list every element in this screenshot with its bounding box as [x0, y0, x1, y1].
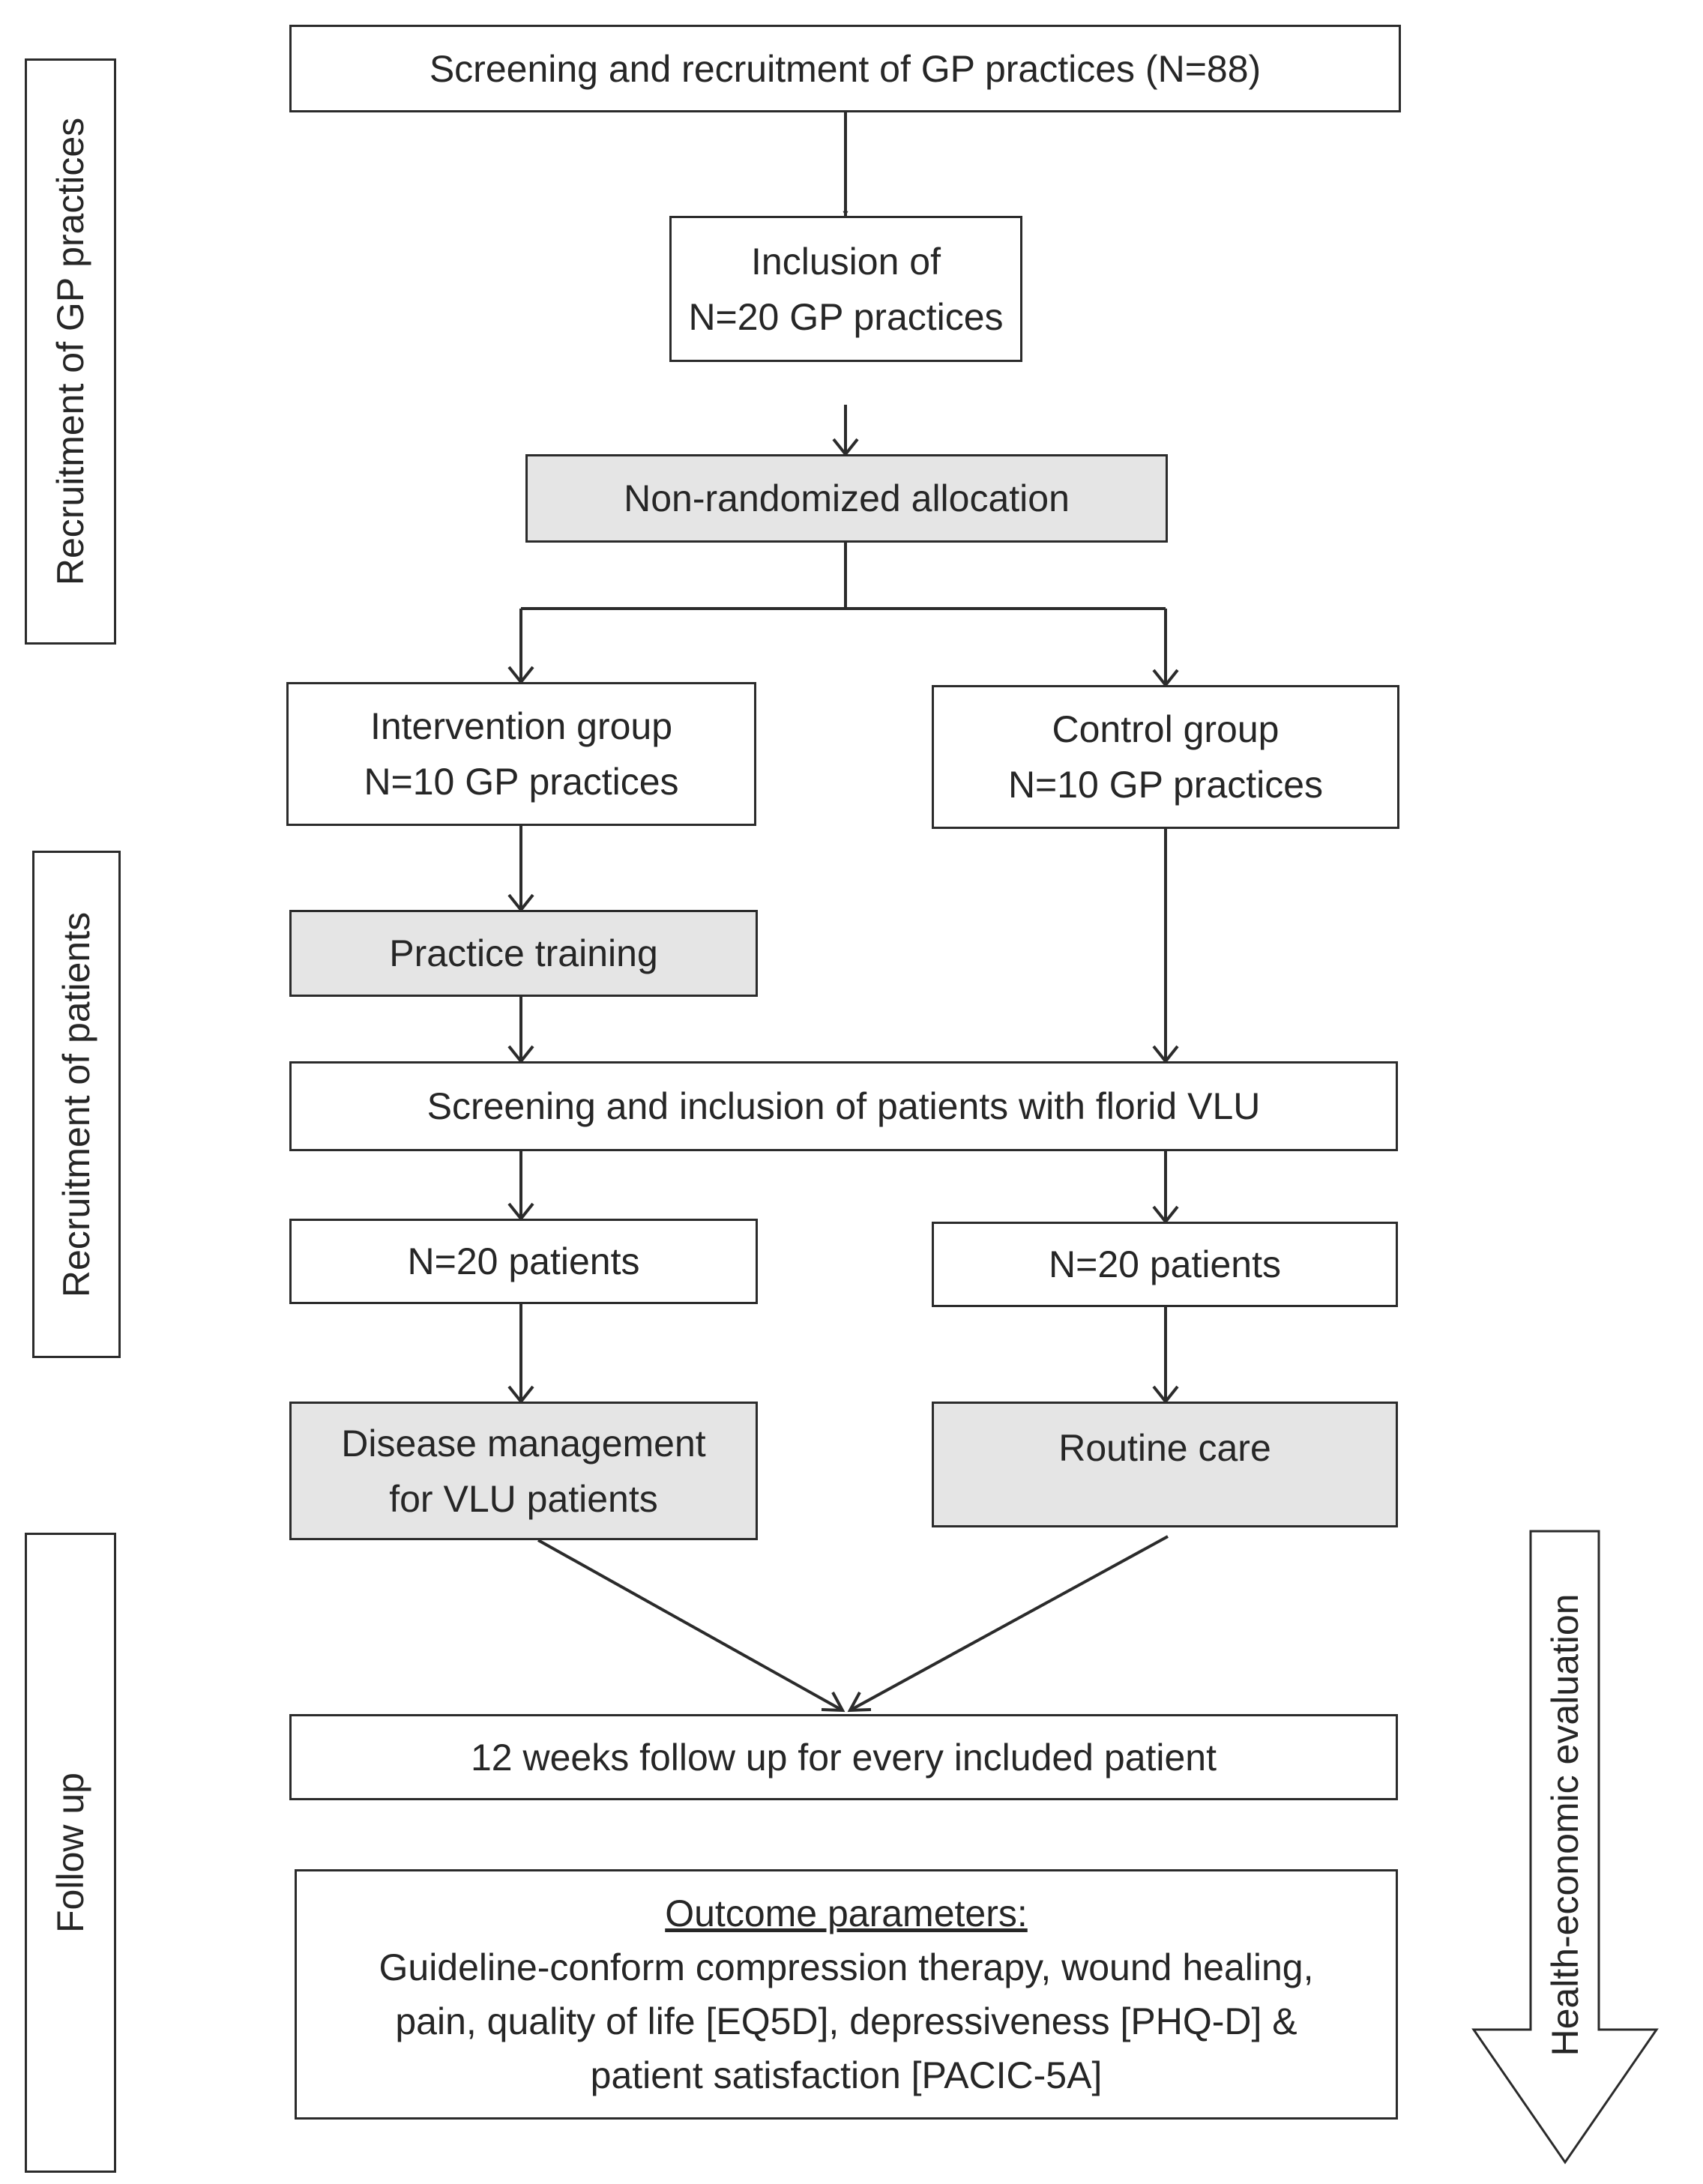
disease-management-box: Disease management for VLU patients	[289, 1402, 758, 1540]
side-label-gp-recruitment-text: Recruitment of GP practices	[49, 117, 91, 586]
arrow-routine-care-to-follow-up	[849, 1535, 1169, 1712]
control-text-line1: Control group	[1052, 708, 1279, 750]
intervention-text-line1: Intervention group	[370, 705, 673, 747]
arrow-disease-mgmt-to-follow-up	[537, 1539, 843, 1712]
control-group-box: Control group N=10 GP practices	[932, 685, 1399, 829]
follow-up-text: 12 weeks follow up for every included pa…	[470, 1736, 1217, 1779]
routine-care-text: Routine care	[1058, 1427, 1271, 1469]
screening-patients-box: Screening and inclusion of patients with…	[289, 1061, 1398, 1151]
practice-training-text: Practice training	[389, 932, 658, 974]
outcome-text-line3: patient satisfaction [PACIC-5A]	[590, 2054, 1103, 2096]
inclusion-box: Inclusion of N=20 GP practices	[669, 216, 1022, 362]
control-patients-box: N=20 patients	[932, 1222, 1398, 1307]
side-label-follow-up: Follow up	[25, 1533, 116, 2173]
outcome-text-line2: pain, quality of life [EQ5D], depressive…	[395, 2000, 1297, 2042]
allocation-box: Non-randomized allocation	[525, 454, 1168, 543]
control-patients-text: N=20 patients	[1049, 1243, 1281, 1285]
disease-mgmt-text-line2: for VLU patients	[389, 1477, 658, 1520]
outcome-text-line1: Guideline-conform compression therapy, w…	[379, 1946, 1314, 1988]
allocation-text: Non-randomized allocation	[624, 477, 1070, 519]
control-text-line2: N=10 GP practices	[1007, 764, 1324, 806]
screening-gp-box: Screening and recruitment of GP practice…	[289, 25, 1401, 112]
arrow-head-follow-up-left	[821, 1692, 846, 1713]
practice-training-box: Practice training	[289, 910, 758, 997]
arrow-head-follow-up-right	[847, 1692, 872, 1713]
intervention-patients-box: N=20 patients	[289, 1219, 758, 1304]
side-label-follow-up-text: Follow up	[49, 1773, 91, 1933]
outcome-title: Outcome parameters:	[665, 1892, 1028, 1934]
inclusion-text-line1: Inclusion of	[751, 240, 941, 283]
intervention-text-line2: N=10 GP practices	[364, 761, 679, 803]
side-label-patient-recruitment-text: Recruitment of patients	[55, 911, 97, 1297]
screening-gp-text: Screening and recruitment of GP practice…	[429, 47, 1262, 90]
intervention-patients-text: N=20 patients	[407, 1240, 640, 1282]
inclusion-text-line2: N=20 GP practices	[688, 295, 1004, 338]
health-economic-label: Health-economic evaluation	[1544, 1593, 1586, 2057]
side-label-gp-recruitment: Recruitment of GP practices	[25, 58, 116, 645]
disease-mgmt-text-line1: Disease management	[341, 1422, 706, 1464]
screening-patients-text: Screening and inclusion of patients with…	[426, 1085, 1261, 1127]
outcome-parameters-box: Outcome parameters: Guideline-conform co…	[295, 1869, 1398, 2120]
follow-up-box: 12 weeks follow up for every included pa…	[289, 1714, 1398, 1800]
routine-care-box: Routine care	[932, 1402, 1398, 1527]
health-economic-arrow	[1471, 1530, 1659, 2165]
side-label-patient-recruitment: Recruitment of patients	[32, 851, 121, 1358]
intervention-group-box: Intervention group N=10 GP practices	[286, 682, 756, 826]
